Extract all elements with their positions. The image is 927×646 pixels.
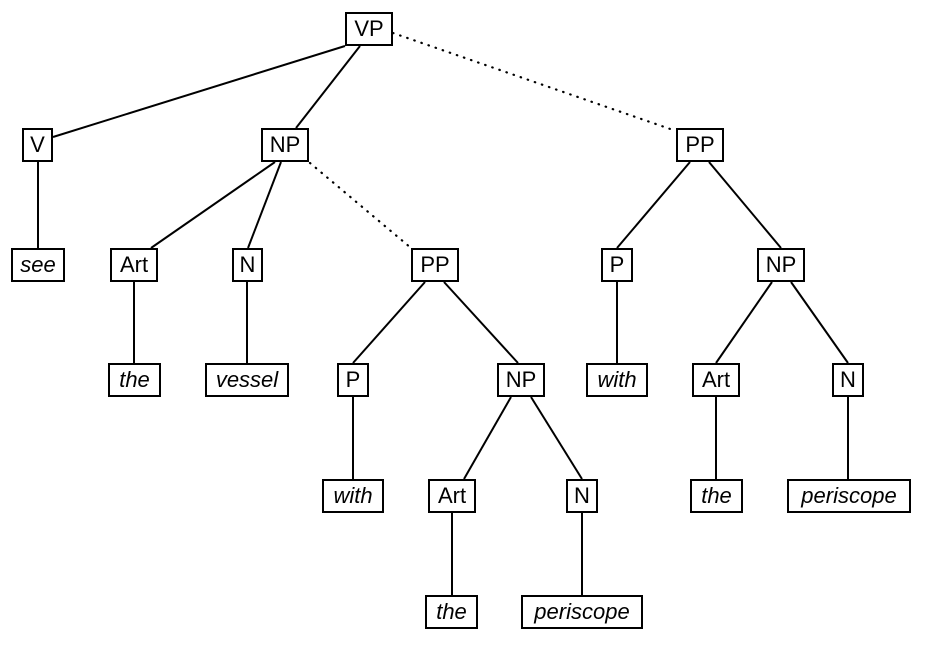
tree-edge-np_right-to-n_right: [790, 281, 849, 364]
tree-edge-np1-to-n1: [247, 161, 282, 249]
category-node-pp_mid: PP: [411, 248, 459, 282]
terminal-node-with_mid: with: [322, 479, 384, 513]
terminal-node-vessel: vessel: [205, 363, 289, 397]
terminal-node-periscope_r: periscope: [787, 479, 911, 513]
category-node-art_right: Art: [692, 363, 740, 397]
tree-edge-pp_mid-to-np_mid: [443, 281, 519, 364]
category-node-v: V: [22, 128, 53, 162]
category-node-n1: N: [232, 248, 263, 282]
category-node-n_right: N: [832, 363, 864, 397]
category-node-pp_right: PP: [676, 128, 724, 162]
category-node-np1: NP: [261, 128, 309, 162]
category-node-np_right: NP: [757, 248, 805, 282]
tree-edge-pp_mid-to-p_mid: [352, 281, 426, 364]
terminal-node-periscope_m: periscope: [521, 595, 643, 629]
category-node-art_mid: Art: [428, 479, 476, 513]
tree-edge-pp_right-to-np_right: [708, 161, 782, 249]
terminal-node-the_right: the: [690, 479, 743, 513]
category-node-p_mid: P: [337, 363, 369, 397]
terminal-node-with_right: with: [586, 363, 648, 397]
tree-edge-np_mid-to-n_mid: [530, 396, 583, 480]
category-node-np_mid: NP: [497, 363, 545, 397]
tree-edge-np_right-to-art_right: [715, 281, 773, 364]
tree-edge-np1-to-art1: [150, 161, 276, 249]
tree-edge-vp-to-v: [52, 45, 346, 138]
tree-edge-pp_right-to-p_right: [616, 161, 691, 249]
category-node-p_right: P: [601, 248, 633, 282]
tree-edge-vp-to-np1: [295, 45, 361, 129]
terminal-node-the_mid: the: [425, 595, 478, 629]
tree-edge-np_mid-to-art_mid: [463, 396, 512, 480]
category-node-vp: VP: [345, 12, 393, 46]
category-node-n_mid: N: [566, 479, 598, 513]
terminal-node-see: see: [11, 248, 65, 282]
category-node-art1: Art: [110, 248, 158, 282]
terminal-node-the1: the: [108, 363, 161, 397]
tree-edge-vp-to-pp_right: [391, 31, 678, 133]
tree-edge-np1-to-pp_mid: [308, 161, 413, 250]
